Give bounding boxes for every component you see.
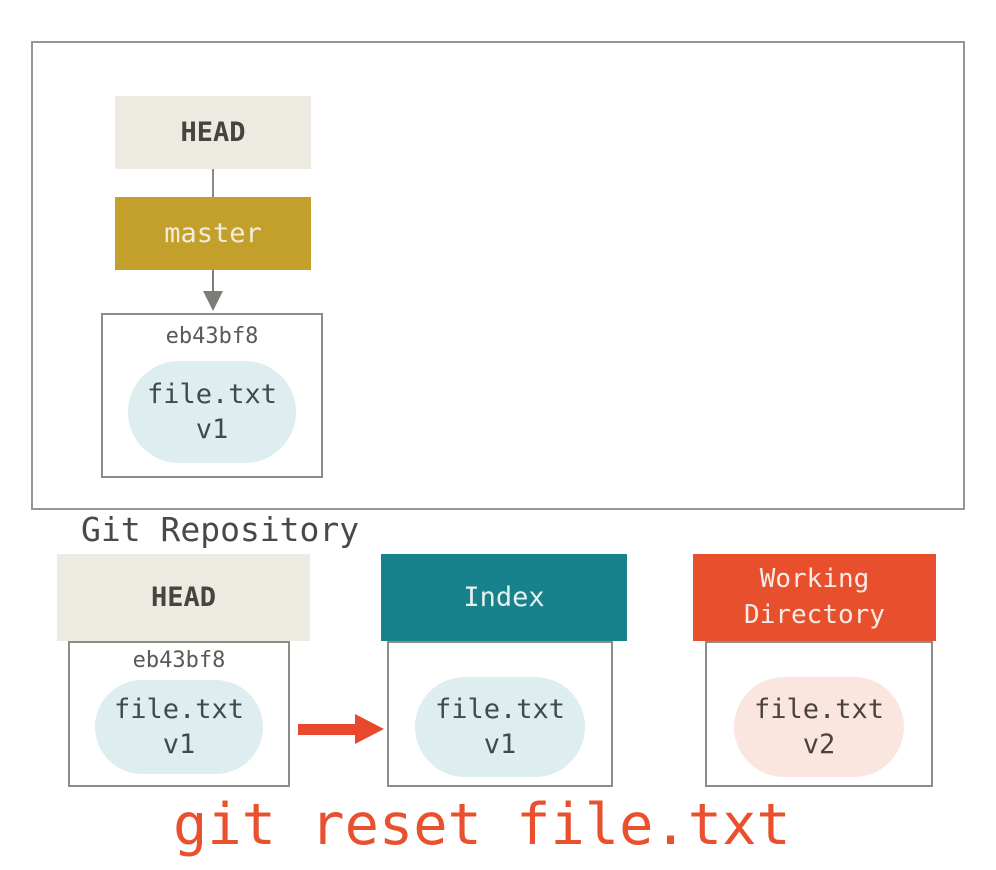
head-to-master-line [212, 169, 214, 198]
index-column-box: file.txt v1 [387, 641, 613, 787]
git-repository-box: HEAD master eb43bf8 file.txt v1 Git Repo… [31, 41, 965, 549]
master-to-commit-line [212, 270, 214, 293]
arrowhead-down-icon [203, 291, 223, 311]
head-ref-box: HEAD [115, 96, 311, 169]
master-branch-label: master [164, 218, 262, 249]
working-directory-column-header: Working Directory [693, 554, 936, 641]
file-blob: file.txt v1 [128, 361, 296, 464]
working-directory-column-title: Working Directory [744, 564, 885, 630]
commit-hash: eb43bf8 [165, 324, 259, 349]
commit-box: eb43bf8 file.txt v1 [101, 313, 323, 478]
index-file-blob-name: file.txt [434, 693, 566, 725]
workdir-file-blob: file.txt v2 [734, 677, 904, 777]
working-directory-column-box: file.txt v2 [705, 641, 933, 787]
index-column-header: Index [381, 554, 627, 641]
index-file-blob: file.txt v1 [415, 677, 585, 777]
head-commit-hash: eb43bf8 [132, 648, 226, 673]
head-file-blob-name: file.txt [113, 694, 245, 726]
git-repository-label: Git Repository [81, 510, 360, 549]
index-column-title: Index [463, 582, 545, 613]
reset-arrow-icon [355, 714, 384, 744]
file-blob-version: v1 [195, 414, 229, 446]
head-ref-label: HEAD [180, 117, 246, 148]
head-file-blob: file.txt v1 [95, 680, 263, 775]
index-file-blob-version: v1 [483, 729, 517, 760]
head-column-header: HEAD [57, 554, 310, 641]
head-column-title: HEAD [150, 582, 217, 613]
command-text: git reset file.txt [173, 792, 791, 858]
workdir-file-blob-name: file.txt [753, 693, 885, 725]
file-blob-name: file.txt [146, 379, 278, 411]
head-column-box: eb43bf8 file.txt v1 [68, 641, 290, 787]
workdir-file-blob-version: v2 [802, 729, 836, 760]
master-branch-box: master [115, 197, 311, 270]
head-file-blob-version: v1 [162, 729, 196, 761]
reset-arrow-shaft [298, 724, 356, 735]
